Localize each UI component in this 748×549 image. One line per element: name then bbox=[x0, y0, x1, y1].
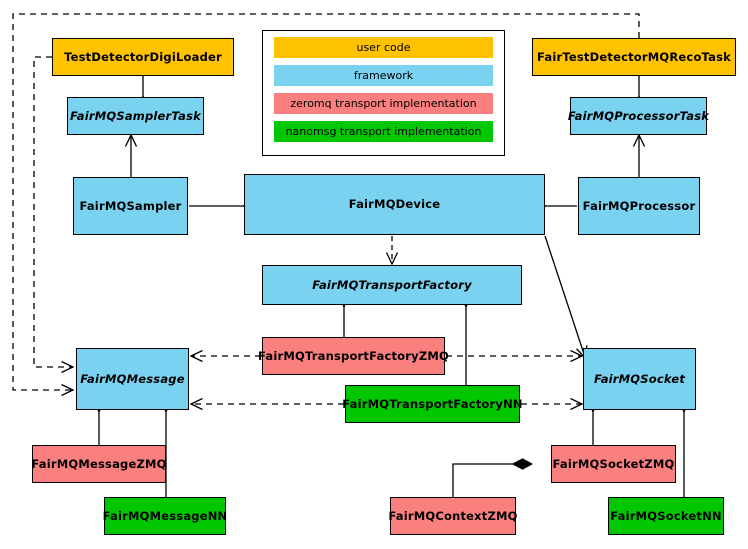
class-node-fair-mq-transport-factory-zmq[interactable]: FairMQTransportFactoryZMQ bbox=[258, 337, 449, 375]
legend-label-nanomsg: nanomsg transport implementation bbox=[285, 125, 482, 138]
class-node-fair-mq-sampler[interactable]: FairMQSampler bbox=[73, 177, 188, 235]
class-node-fair-mq-socket[interactable]: FairMQSocket bbox=[583, 348, 696, 410]
class-node-fair-mq-socket-nn[interactable]: FairMQSocketNN bbox=[608, 497, 724, 535]
class-node-fair-mq-processor-task[interactable]: FairMQProcessorTask bbox=[568, 97, 709, 135]
class-node-fair-test-detector-mq-reco-task[interactable]: FairTestDetectorMQRecoTask bbox=[532, 38, 736, 76]
legend-item-user-code: user code bbox=[274, 37, 493, 58]
class-node-fair-mq-socket-zmq[interactable]: FairMQSocketZMQ bbox=[551, 445, 676, 483]
legend-label-zeromq: zeromq transport implementation bbox=[290, 97, 477, 110]
legend-label-framework: framework bbox=[353, 69, 414, 82]
class-node-fair-mq-message[interactable]: FairMQMessage bbox=[76, 348, 189, 410]
legend-item-zeromq: zeromq transport implementation bbox=[274, 93, 493, 114]
class-node-test-detector-digi-loader[interactable]: TestDetectorDigiLoader bbox=[52, 38, 234, 76]
legend-item-framework: framework bbox=[274, 65, 493, 86]
edge-contextzmq-socketzmq bbox=[452, 464, 532, 497]
class-node-fair-mq-message-nn[interactable]: FairMQMessageNN bbox=[103, 497, 227, 535]
legend-panel: user code framework zeromq transport imp… bbox=[262, 30, 505, 156]
class-node-fair-mq-transport-factory[interactable]: FairMQTransportFactory bbox=[262, 265, 522, 305]
class-node-fair-mq-processor[interactable]: FairMQProcessor bbox=[578, 177, 700, 235]
legend-label-user-code: user code bbox=[356, 41, 411, 54]
class-node-fair-mq-message-zmq[interactable]: FairMQMessageZMQ bbox=[31, 445, 166, 483]
class-node-fair-mq-device[interactable]: FairMQDevice bbox=[244, 174, 545, 235]
legend-item-nanomsg: nanomsg transport implementation bbox=[274, 121, 493, 142]
class-node-fair-mq-transport-factory-nn[interactable]: FairMQTransportFactoryNN bbox=[342, 385, 523, 423]
class-node-fair-mq-sampler-task[interactable]: FairMQSamplerTask bbox=[67, 97, 204, 135]
class-node-fair-mq-context-zmq[interactable]: FairMQContextZMQ bbox=[388, 497, 517, 535]
edge-device-socket bbox=[544, 235, 585, 357]
